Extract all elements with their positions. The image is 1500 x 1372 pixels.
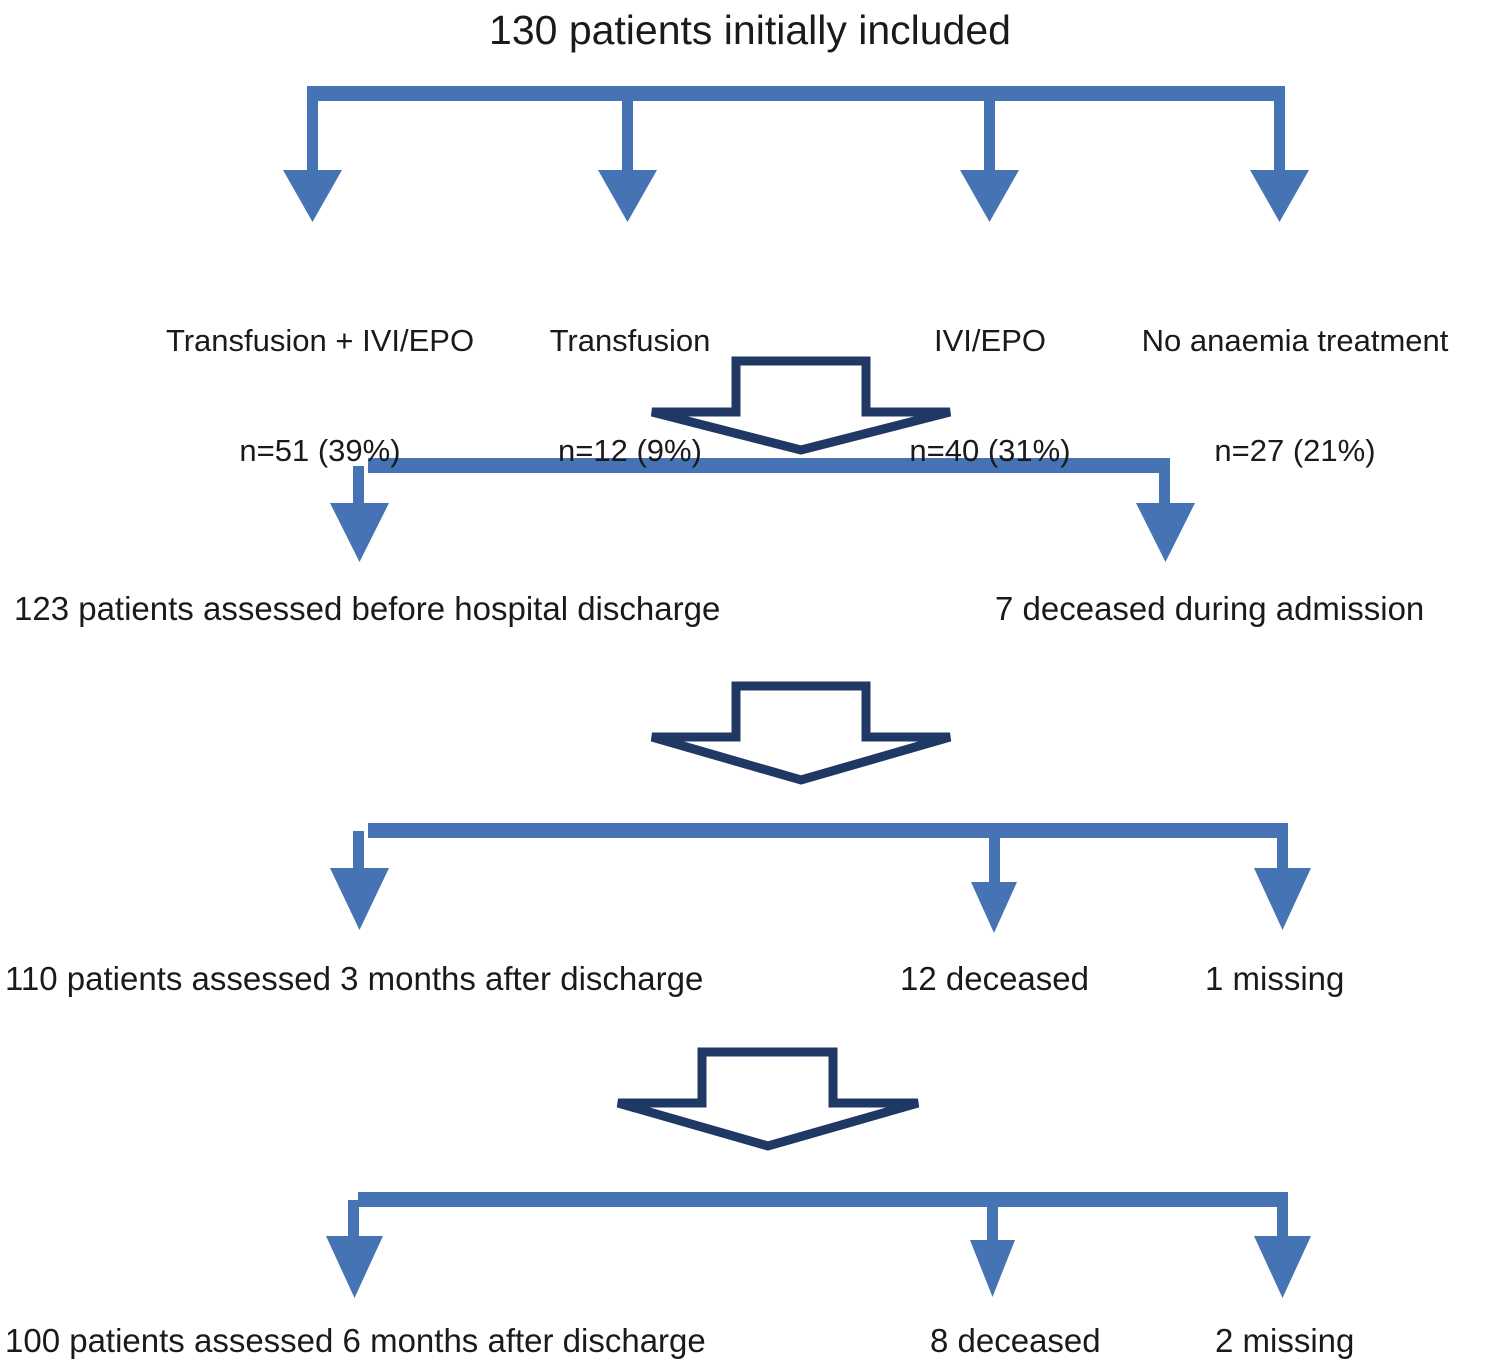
branch-1-count: n=51 (39%) (239, 432, 401, 468)
branch-label-transfusion-ivi-epo: Transfusion + IVI/EPO n=51 (39%) (20, 250, 620, 543)
arrow-down-icon-level-4-left (326, 1200, 383, 1298)
stage2-outcome-deceased: 7 deceased during admission (995, 590, 1425, 627)
horizontal-bar-level-2 (368, 458, 1170, 473)
arrow-down-icon-branch-2 (598, 94, 657, 222)
connector-group-level-1 (283, 86, 1309, 222)
arrow-down-icon-level-4-middle (970, 1200, 1015, 1297)
arrow-down-icon-level-2-left (330, 466, 389, 562)
hollow-arrow-down-icon-2 (650, 681, 952, 785)
arrow-down-icon-level-2-right (1136, 466, 1195, 562)
arrow-down-icon-branch-3 (960, 94, 1019, 222)
branch-4-name: No anaemia treatment (1141, 323, 1449, 359)
hollow-arrow-down-icon-3 (616, 1047, 920, 1151)
arrow-down-icon-branch-1 (283, 94, 342, 222)
branch-3-name: IVI/EPO (934, 323, 1046, 359)
chart-title: 130 patients initially included (489, 7, 1011, 53)
branch-4-count: n=27 (21%) (1214, 432, 1376, 468)
hollow-arrow-down-icon-1 (650, 356, 952, 455)
horizontal-bar-level-3 (368, 823, 1288, 838)
arrow-down-icon-level-3-right (1254, 831, 1311, 930)
stage4-outcome-missing: 2 missing (1215, 1322, 1355, 1359)
stage2-outcome-assessed: 123 patients assessed before hospital di… (14, 590, 721, 627)
branch-2-count: n=12 (9%) (558, 432, 702, 468)
arrow-down-icon-level-3-middle (971, 831, 1017, 933)
stage4-outcome-deceased: 8 deceased (930, 1322, 1101, 1359)
stage4-outcome-assessed: 100 patients assessed 6 months after dis… (5, 1322, 706, 1359)
connector-group-level-2 (330, 458, 1195, 562)
connector-group-level-4 (326, 1192, 1311, 1298)
connector-group-level-3 (330, 823, 1311, 933)
branch-1-name: Transfusion + IVI/EPO (165, 323, 475, 359)
branch-label-no-anaemia-treatment: No anaemia treatment n=27 (21%) (1090, 250, 1500, 543)
branch-label-transfusion: Transfusion n=12 (9%) (400, 250, 860, 543)
branch-label-ivi-epo: IVI/EPO n=40 (31%) (790, 250, 1190, 543)
arrow-down-icon-level-3-left (330, 831, 389, 930)
arrow-down-icon-level-4-right (1254, 1200, 1311, 1298)
horizontal-bar-level-1 (307, 86, 1285, 101)
arrow-down-icon-branch-4 (1250, 94, 1309, 222)
stage3-outcome-assessed: 110 patients assessed 3 months after dis… (5, 960, 704, 997)
stage3-outcome-deceased: 12 deceased (900, 960, 1089, 997)
branch-3-count: n=40 (31%) (909, 432, 1071, 468)
horizontal-bar-level-4 (358, 1192, 1288, 1207)
branch-2-name: Transfusion (549, 323, 711, 359)
stage3-outcome-missing: 1 missing (1205, 960, 1345, 997)
